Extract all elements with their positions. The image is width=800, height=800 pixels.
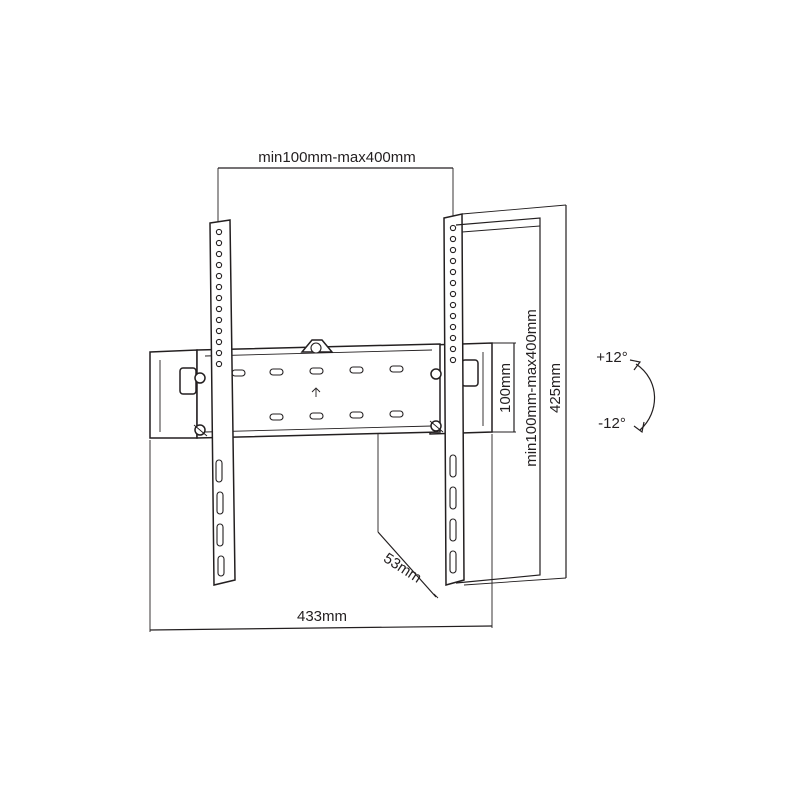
- dimension-right-frame: [455, 204, 567, 586]
- tilt-arrow-icon: [629, 359, 656, 434]
- tilt-up-label: +12°: [596, 349, 627, 366]
- dimension-overall-width: [149, 434, 493, 632]
- overall-width-label: 433mm: [297, 608, 347, 625]
- tilt-down-label: -12°: [598, 415, 626, 432]
- dimension-top-width: [217, 167, 454, 222]
- dimension-rail-height: [492, 342, 516, 433]
- wall-depth-label: 53mm: [380, 550, 424, 587]
- left-vertical-arm: [193, 219, 236, 586]
- rail-height-label: 100mm: [497, 363, 514, 413]
- overall-height-label: 425mm: [547, 363, 564, 413]
- top-vesa-width-label: min100mm-max400mm: [258, 149, 416, 166]
- side-vesa-height-label: min100mm-max400mm: [523, 309, 540, 467]
- right-vertical-arm: [429, 213, 465, 586]
- dimension-depth: [377, 434, 439, 599]
